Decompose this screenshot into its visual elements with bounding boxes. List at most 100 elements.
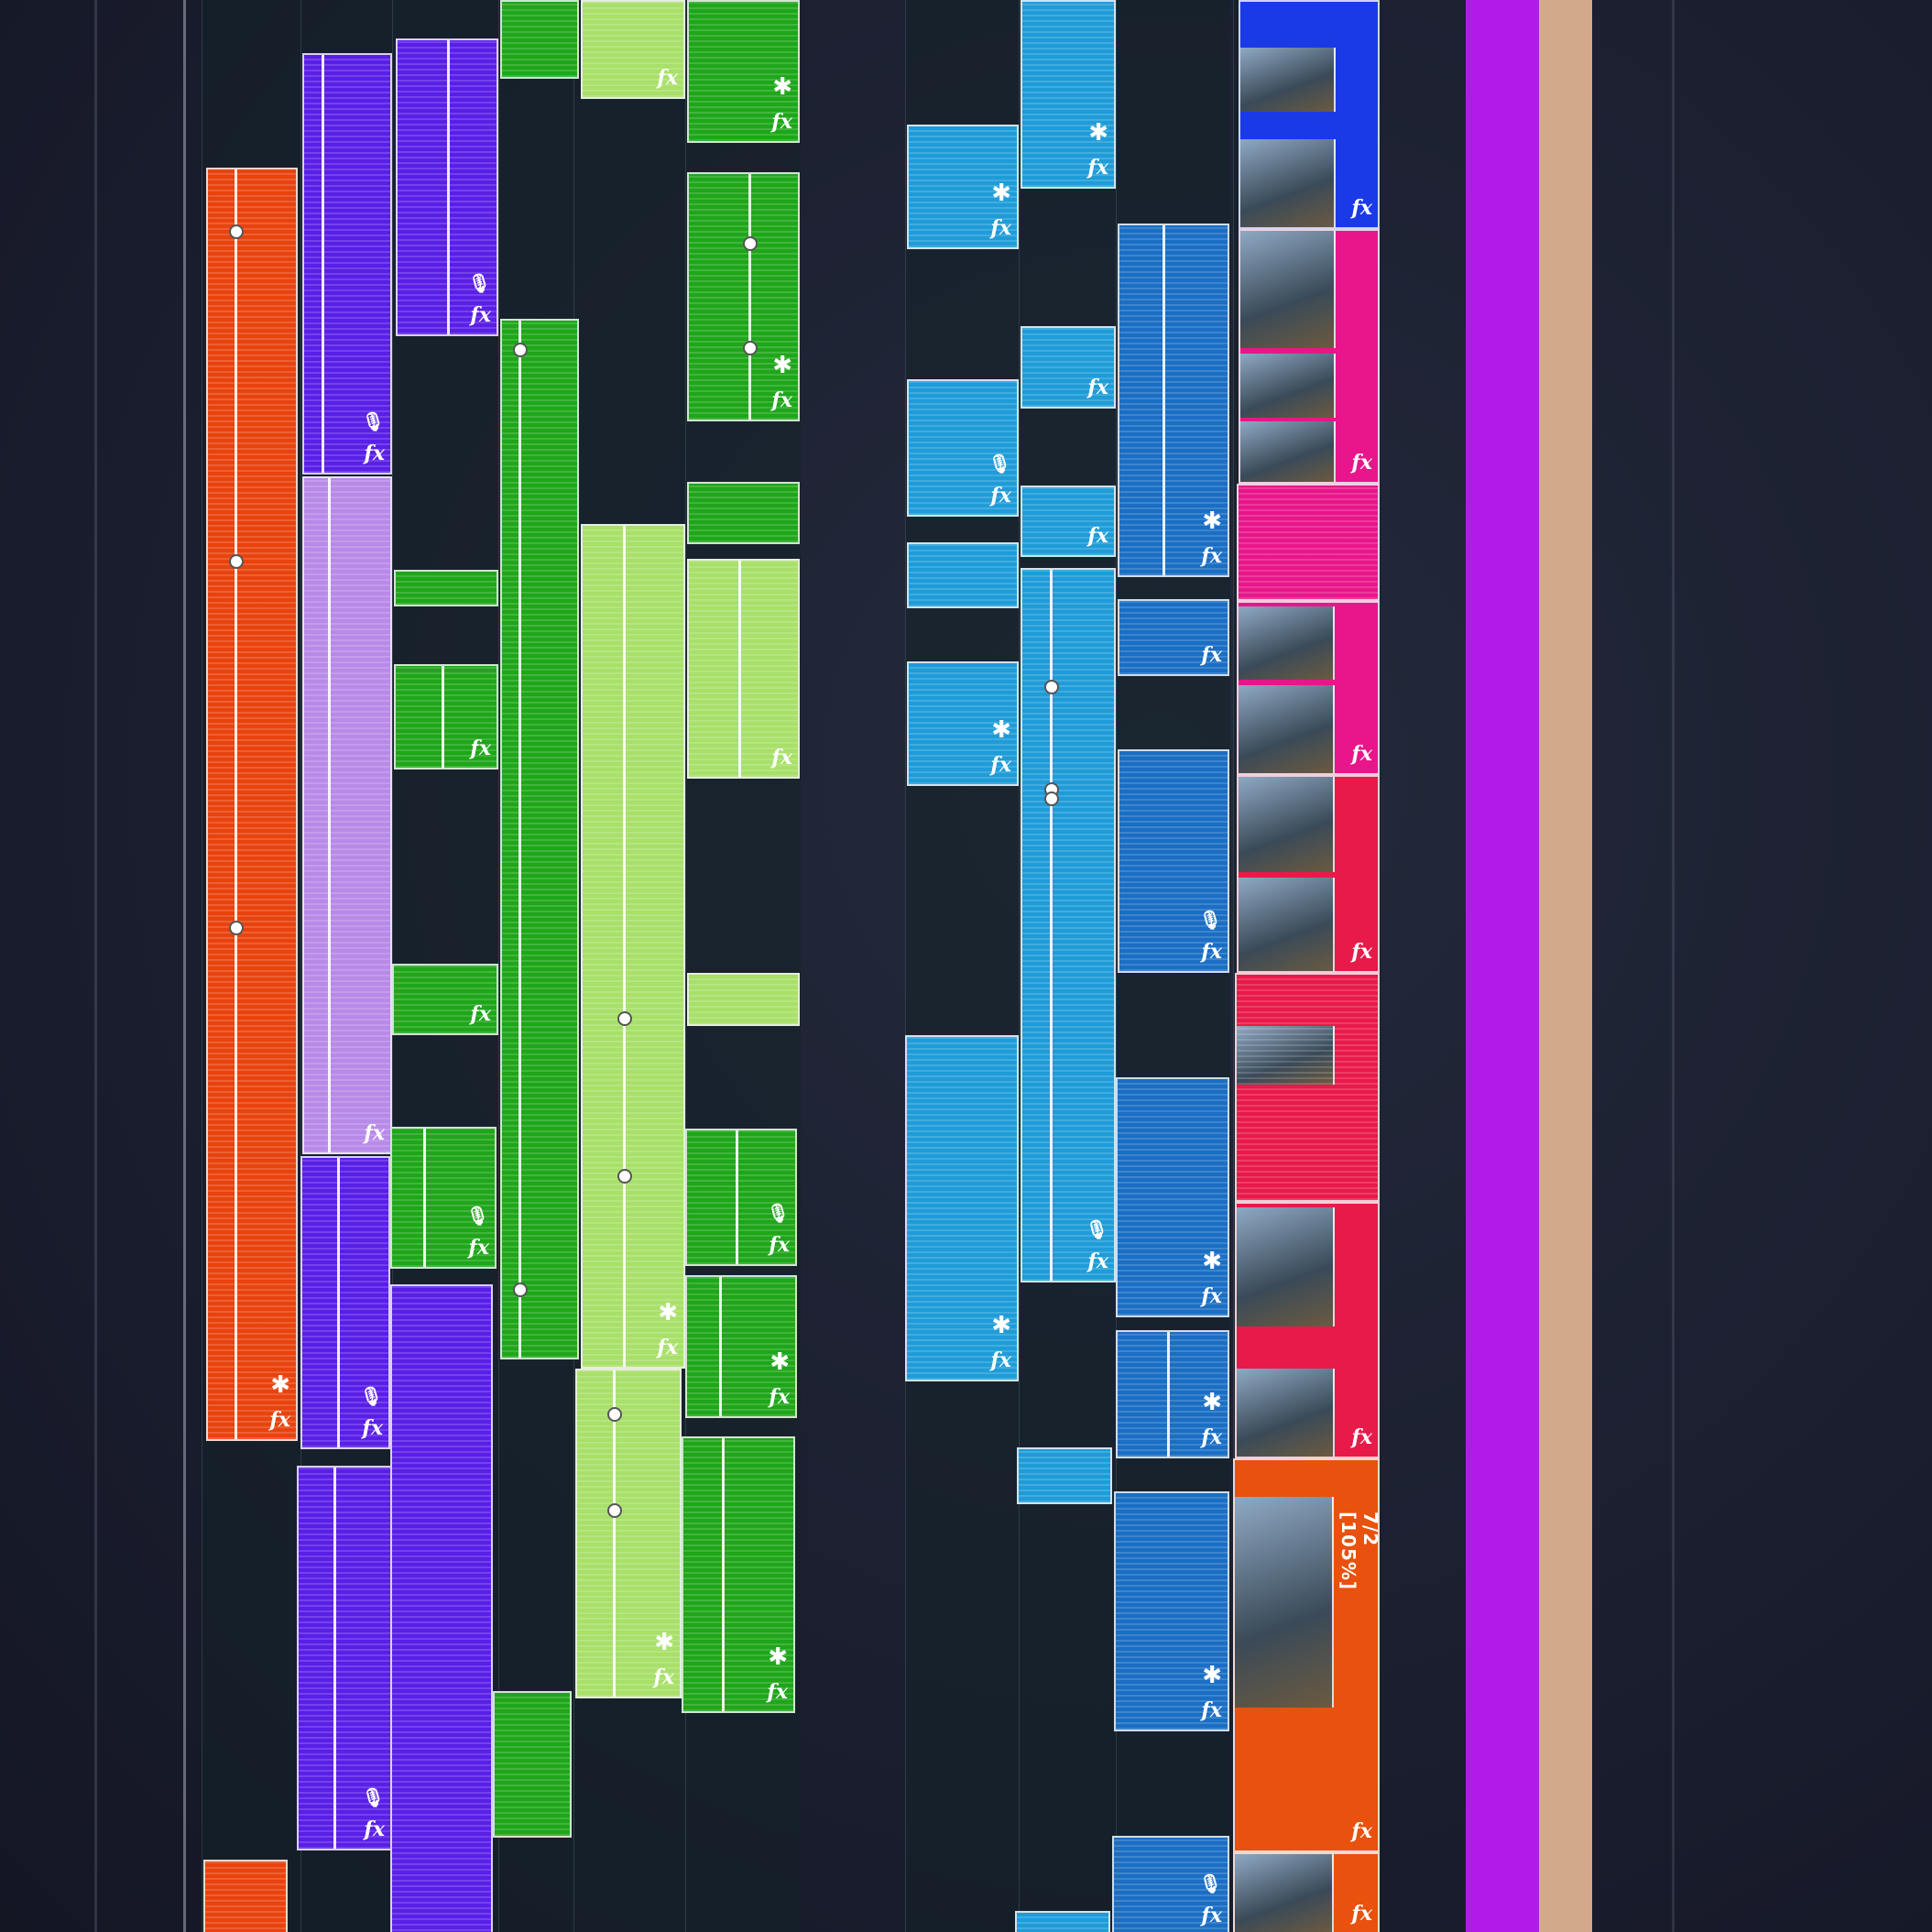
fx-badge[interactable]: fx [990, 484, 1011, 508]
audio-clip[interactable]: ✱ fx [687, 172, 800, 421]
audio-clip[interactable]: 🎙 fx [302, 53, 392, 475]
audio-clip[interactable]: ✱ fx [581, 524, 685, 1369]
video-clip[interactable] [1237, 484, 1380, 601]
audio-clip[interactable]: ✱ fx [907, 125, 1019, 249]
fx-badge[interactable]: fx [769, 1385, 790, 1409]
audio-clip[interactable]: 🎙 fx [907, 379, 1019, 517]
fx-badge[interactable]: fx [990, 216, 1011, 240]
fx-badge[interactable]: fx [1201, 544, 1222, 568]
video-clip[interactable]: fx [1235, 1202, 1380, 1458]
fx-badge[interactable]: fx [364, 1817, 385, 1841]
mic-icon: 🎙 [1198, 909, 1222, 931]
audio-clip[interactable]: ✱ fx [1114, 1491, 1229, 1731]
audio-clip[interactable]: 🎙 fx [396, 38, 498, 336]
audio-clip[interactable]: 🎙 fx [300, 1156, 390, 1449]
audio-clip[interactable]: ✱ fx [206, 168, 298, 1441]
audio-clip[interactable]: 🎙 fx [297, 1466, 392, 1850]
audio-clip[interactable]: ✱ fx [1116, 1077, 1229, 1317]
audio-clip[interactable]: 🎙 fx [1112, 1836, 1229, 1932]
video-clip[interactable]: fx [1233, 1458, 1380, 1852]
audio-clip[interactable] [500, 0, 579, 79]
audio-clip[interactable]: ✱ fx [1021, 0, 1116, 189]
fx-badge[interactable]: fx [657, 1336, 678, 1359]
audio-clip[interactable]: 🎙 fx [685, 1129, 797, 1266]
fx-badge[interactable]: fx [990, 753, 1011, 777]
fx-badge[interactable]: fx [771, 388, 792, 412]
audio-clip[interactable] [390, 1284, 493, 1932]
video-clip[interactable]: fx [1239, 229, 1380, 484]
video-clip[interactable]: fx [1239, 0, 1380, 229]
audio-clip[interactable] [203, 1860, 288, 1932]
audio-clip[interactable]: ✱ fx [687, 0, 800, 143]
audio-clip[interactable]: ✱ fx [905, 1035, 1019, 1381]
fx-badge[interactable]: fx [1351, 1902, 1372, 1926]
fx-badge[interactable]: fx [468, 1236, 489, 1260]
fx-badge[interactable]: fx [269, 1408, 290, 1432]
fx-badge[interactable]: fx [1087, 376, 1108, 399]
audio-clip[interactable] [1015, 1911, 1110, 1932]
fx-badge[interactable]: fx [657, 66, 678, 90]
audio-clip[interactable] [1017, 1447, 1112, 1504]
fx-badge[interactable]: fx [1351, 196, 1372, 220]
audio-clip[interactable]: 🎙 fx [1118, 749, 1229, 973]
audio-clip[interactable]: fx [1118, 599, 1229, 676]
fx-badge[interactable]: fx [1201, 1284, 1222, 1308]
fx-badge[interactable]: fx [990, 1348, 1011, 1372]
audio-clip[interactable] [493, 1691, 572, 1838]
audio-clip[interactable]: ✱ fx [685, 1275, 797, 1418]
audio-clip[interactable]: 🎙 fx [1021, 568, 1116, 1283]
fx-badge[interactable]: fx [1351, 451, 1372, 475]
audio-clip[interactable]: fx [394, 664, 498, 770]
fx-badge[interactable]: fx [1351, 742, 1372, 766]
video-clip[interactable] [1235, 973, 1380, 1202]
audio-clip[interactable] [687, 973, 800, 1026]
fx-badge[interactable]: fx [1087, 1250, 1108, 1273]
fx-badge[interactable]: fx [362, 1416, 383, 1440]
fx-badge[interactable]: fx [364, 1121, 385, 1145]
audio-clip[interactable]: 🎙 fx [390, 1127, 497, 1269]
fx-badge[interactable]: fx [653, 1665, 674, 1689]
video-clip[interactable]: fx [1237, 775, 1380, 973]
video-clip[interactable]: fx [1237, 601, 1380, 775]
audio-clip[interactable]: ✱ fx [682, 1436, 795, 1713]
fx-badge[interactable]: fx [767, 1680, 788, 1704]
fx-badge[interactable]: fx [1351, 1425, 1372, 1449]
audio-clip[interactable]: fx [1021, 326, 1116, 409]
audio-clip[interactable]: ✱ fx [575, 1369, 682, 1698]
audio-clip[interactable]: ✱ fx [1116, 1330, 1229, 1458]
audio-clip[interactable]: ✱ fx [1118, 224, 1229, 577]
fx-badge[interactable]: fx [769, 1233, 790, 1257]
audio-clip[interactable]: ✱ fx [907, 661, 1019, 786]
playhead-line[interactable] [183, 0, 186, 1932]
mic-icon: 🎙 [361, 1786, 385, 1808]
audio-clip[interactable]: fx [581, 0, 685, 99]
fx-badge[interactable]: fx [1351, 940, 1372, 964]
audio-clip[interactable] [907, 542, 1019, 608]
fx-badge[interactable]: fx [470, 737, 491, 760]
fx-badge[interactable]: fx [470, 303, 491, 327]
audio-clip[interactable] [394, 570, 498, 606]
fx-badge[interactable]: fx [771, 110, 792, 134]
audio-clip[interactable]: fx [687, 559, 800, 779]
fx-badge[interactable]: fx [1087, 524, 1108, 548]
fx-badge[interactable]: fx [1201, 643, 1222, 667]
fx-badge[interactable]: fx [470, 1002, 491, 1026]
mic-icon: 🎙 [766, 1202, 790, 1224]
video-clip[interactable]: fx [1233, 1852, 1380, 1932]
audio-clip[interactable] [687, 482, 800, 544]
fx-badge[interactable]: fx [1351, 1819, 1372, 1843]
audio-clip[interactable]: fx [392, 964, 498, 1035]
fx-badge[interactable]: fx [771, 746, 792, 770]
effect-icon: ✱ [772, 352, 792, 379]
fx-badge[interactable]: fx [1201, 940, 1222, 964]
fx-badge[interactable]: fx [1201, 1904, 1222, 1927]
fx-badge[interactable]: fx [1087, 156, 1108, 180]
fx-badge[interactable]: fx [1201, 1698, 1222, 1722]
audio-clip[interactable]: fx [302, 476, 392, 1154]
fx-badge[interactable]: fx [1201, 1425, 1222, 1449]
audio-clip[interactable]: fx [1021, 486, 1116, 557]
effect-icon: ✱ [991, 1312, 1011, 1339]
audio-clip[interactable] [500, 319, 579, 1359]
fx-badge[interactable]: fx [364, 442, 385, 465]
